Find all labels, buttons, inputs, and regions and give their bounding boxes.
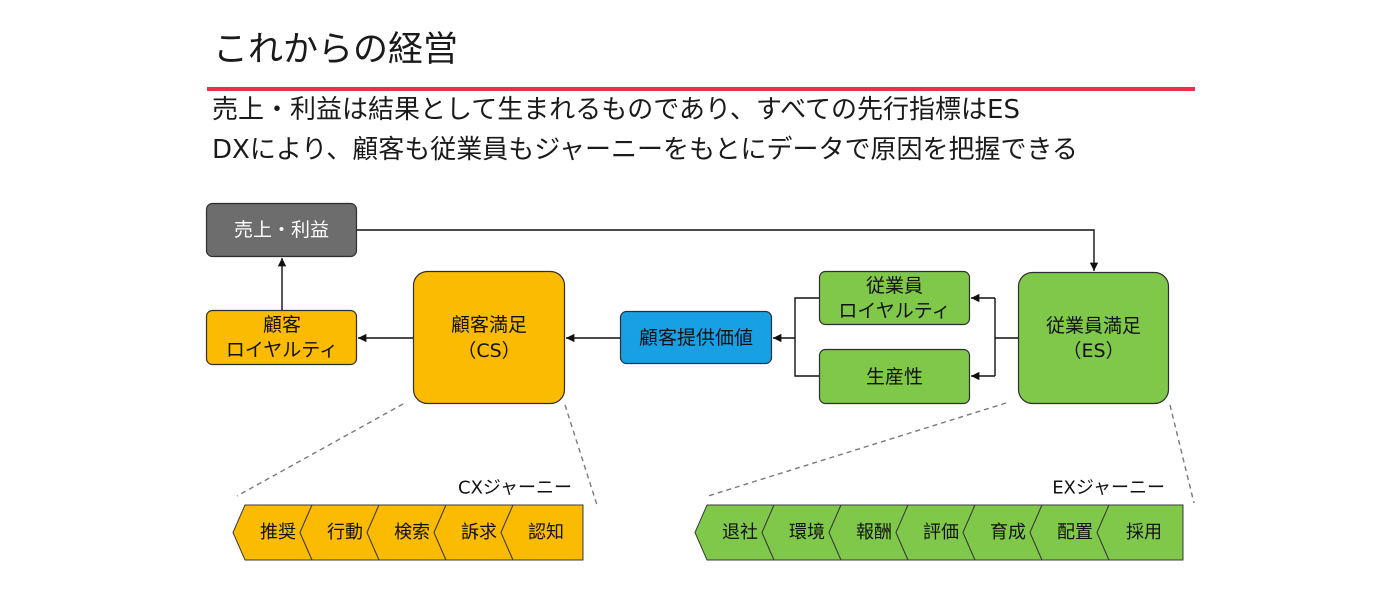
cx-journey-label: CXジャーニー bbox=[458, 478, 572, 499]
node-box bbox=[412, 270, 566, 405]
cx-journey: CXジャーニー 推奨 行動 検索 訴求 認知 bbox=[232, 478, 584, 561]
node-productivity: 生産性 bbox=[818, 348, 971, 405]
ex-journey-step-label: 評価 bbox=[923, 522, 959, 543]
node-customer-satisfaction: 顧客満足 （CS） bbox=[412, 270, 566, 405]
subtitle-line: DXにより、顧客も従業員もジャーニーをもとにデータで原因を把握できる bbox=[212, 135, 1078, 165]
connector-es-branch bbox=[994, 298, 1018, 376]
node-label: 売上・利益 bbox=[234, 219, 329, 241]
slide-title: これからの経営 bbox=[213, 30, 459, 70]
cx-journey-step-label: 認知 bbox=[528, 522, 564, 543]
ex-zoom-line-left bbox=[707, 402, 1007, 497]
node-label: 顧客提供価値 bbox=[639, 327, 753, 349]
cx-journey-step-label: 訴求 bbox=[461, 522, 497, 543]
cx-journey-step-label: 行動 bbox=[327, 522, 363, 543]
ex-journey-step-label: 報酬 bbox=[856, 522, 892, 543]
cx-journey-step-label: 推奨 bbox=[260, 522, 296, 543]
node-sales-profit: 売上・利益 bbox=[205, 202, 358, 258]
node-employee-satisfaction: 従業員満足 （ES） bbox=[1017, 271, 1170, 405]
node-employee-loyalty: 従業員 ロイヤルティ bbox=[818, 270, 971, 326]
node-box bbox=[205, 202, 358, 258]
ex-journey-label: EXジャーニー bbox=[1052, 478, 1165, 499]
ex-journey: EXジャーニー 退社 環境 報酬 評価 育成 配置 採用 bbox=[694, 478, 1184, 561]
node-label: ロイヤルティ bbox=[226, 339, 338, 361]
node-customer-loyalty: 顧客 ロイヤルティ bbox=[205, 309, 358, 366]
node-customer-value: 顧客提供価値 bbox=[619, 310, 773, 365]
arrow-sales-to-es bbox=[357, 229, 1099, 271]
ex-journey-step bbox=[1096, 504, 1184, 561]
ex-journey-step-label: 育成 bbox=[990, 522, 1026, 543]
node-label: ロイヤルティ bbox=[838, 300, 950, 322]
title-underline bbox=[207, 87, 1195, 91]
node-box bbox=[205, 309, 358, 366]
node-label: 生産性 bbox=[866, 366, 923, 388]
node-label: 顧客 bbox=[263, 314, 301, 336]
ex-journey-step-label: 退社 bbox=[722, 522, 758, 543]
node-label: （ES） bbox=[1062, 340, 1124, 362]
connector-employee-merge bbox=[794, 297, 819, 377]
cx-journey-step bbox=[500, 504, 584, 561]
node-label: 従業員 bbox=[866, 275, 923, 297]
cx-journey-step-label: 検索 bbox=[394, 522, 430, 543]
subtitle: 売上・利益は結果として生まれるものであり、すべての先行指標はES DXにより、顧… bbox=[212, 90, 1078, 170]
node-label: （CS） bbox=[457, 340, 520, 362]
ex-zoom-line-right bbox=[1169, 404, 1195, 504]
cx-zoom-line-left bbox=[236, 403, 404, 497]
node-label: 顧客満足 bbox=[451, 314, 527, 336]
node-label: 従業員満足 bbox=[1046, 315, 1141, 337]
node-box bbox=[818, 270, 971, 326]
node-box bbox=[1017, 271, 1170, 405]
subtitle-line: 売上・利益は結果として生まれるものであり、すべての先行指標はES bbox=[212, 95, 1020, 125]
ex-journey-step-label: 採用 bbox=[1126, 522, 1162, 543]
node-box bbox=[619, 310, 773, 365]
ex-journey-step-label: 配置 bbox=[1057, 522, 1093, 543]
ex-journey-step-label: 環境 bbox=[789, 522, 825, 543]
node-box bbox=[818, 348, 971, 405]
